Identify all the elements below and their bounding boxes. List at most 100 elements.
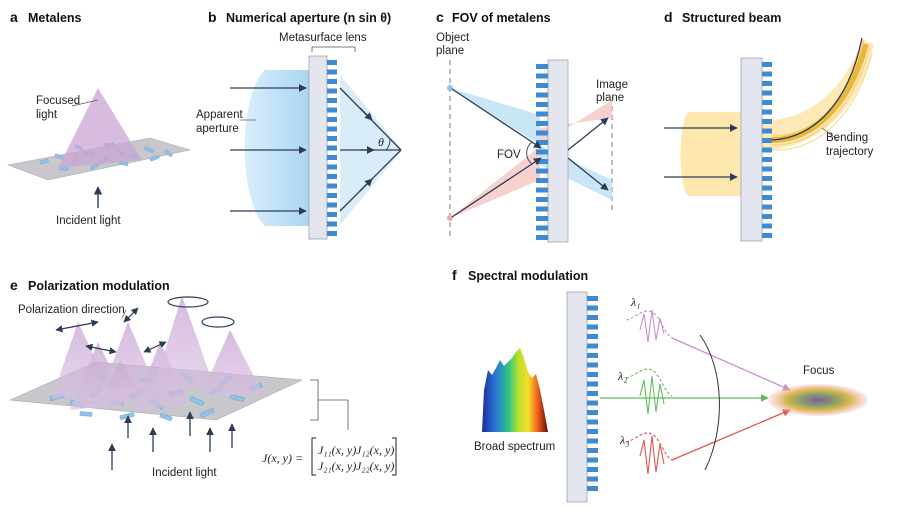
- metasurface-pillar: [536, 121, 548, 126]
- incident-label-a: Incident light: [56, 215, 121, 227]
- lens-substrate-f: [566, 291, 588, 503]
- metasurface-pillar: [587, 448, 598, 453]
- metasurface-pillar: [762, 100, 772, 105]
- object-point-bot: [447, 215, 453, 221]
- input-beam: [680, 112, 741, 196]
- metasurface-pillar: [762, 147, 772, 153]
- metasurface-pillar: [536, 178, 548, 183]
- metasurface-pillar: [762, 185, 772, 191]
- metasurface-pillar: [762, 119, 772, 124]
- pol-arrow-2: [123, 307, 139, 323]
- focus-spot: [768, 384, 868, 416]
- bending-label-2: trajectory: [826, 146, 874, 158]
- lens-substrate-d: [740, 57, 763, 242]
- metasurface-pillar: [327, 174, 337, 179]
- panel-d: d Structured beam Bending trajectory: [664, 9, 874, 242]
- ray-lambda1: [671, 337, 791, 391]
- matrix-left-bracket: [311, 437, 316, 476]
- apparent-label-2: aperture: [196, 123, 239, 135]
- metasurface-pillar: [536, 225, 548, 231]
- metasurface-pillar: [536, 140, 548, 145]
- metasurface-pillar: [587, 429, 598, 434]
- bending-label-1: Bending: [826, 132, 868, 144]
- pillars-c: [536, 64, 548, 240]
- fov-label: FOV: [497, 149, 521, 161]
- metasurface-pillar: [587, 410, 598, 415]
- metasurface-label: Metasurface lens: [279, 32, 367, 44]
- image-label-1: Image: [596, 79, 628, 91]
- panel-a: a Metalens Focused light Incident light: [6, 9, 191, 227]
- bending-trajectory: [771, 37, 873, 151]
- metasurface-pillar: [762, 62, 772, 67]
- lens-substrate-c: [547, 59, 569, 243]
- metasurface-pillar: [762, 223, 772, 229]
- panel-c-title: FOV of metalens: [452, 11, 551, 25]
- focused-label-1: Focused: [36, 95, 80, 107]
- metasurface-pillar: [327, 202, 337, 208]
- image-label-2: plane: [596, 92, 624, 104]
- metasurface-pillar: [587, 400, 598, 406]
- arrowhead-b-top: [359, 107, 373, 121]
- panel-e: e Polarization modulation: [8, 277, 397, 479]
- panel-d-letter: d: [664, 9, 673, 25]
- broad-spectrum-label: Broad spectrum: [474, 441, 555, 453]
- jones-matrix: J(x, y) = J₁₁(x, y) J₁₂(x, y) J₂₁(x, y) …: [262, 437, 397, 476]
- metasurface-pillar: [587, 296, 598, 301]
- ray-c-bot-in: [451, 157, 542, 218]
- metasurface-pillar: [536, 235, 548, 240]
- ray-c-bot-out: [567, 157, 609, 191]
- ray-c-top-out: [567, 117, 609, 151]
- pink-field-bundle: [450, 100, 612, 218]
- matrix-right-bracket: [392, 437, 397, 476]
- metasurface-pillar: [536, 168, 548, 174]
- apparent-aperture: [244, 70, 310, 226]
- bending-beam-glow: [760, 40, 874, 150]
- metasurface-pillar: [536, 83, 548, 88]
- metasurface-pillar: [762, 157, 772, 162]
- metasurface-pillar: [762, 138, 772, 143]
- focused-leader-line: [71, 99, 99, 107]
- metasurface-pillar: [762, 204, 772, 210]
- metasurface-pillar: [762, 176, 772, 181]
- metasurface-pillar: [587, 343, 598, 349]
- metasurface-pillar: [327, 164, 337, 170]
- wavepacket-lambda2: [625, 368, 673, 415]
- metasurface-pillar: [762, 90, 772, 96]
- metasurface-pillar: [536, 206, 548, 212]
- metasurface-pillar: [762, 195, 772, 200]
- lens-substrate-b: [308, 55, 328, 240]
- arrowhead-b-bot: [359, 178, 373, 192]
- panel-a-title: Metalens: [28, 11, 82, 25]
- jones-j21: J₂₁(x, y): [318, 459, 356, 473]
- pillars-b: [327, 60, 337, 236]
- theta-arc: [385, 138, 391, 151]
- metasurface-pillar: [587, 476, 598, 482]
- metasurface-pillar: [327, 98, 337, 103]
- polarization-label: Polarization direction: [18, 304, 125, 316]
- lambda2-label: λ₂: [617, 369, 627, 383]
- pol-arrow-4: [143, 341, 167, 353]
- metasurface-pillar: [327, 145, 337, 151]
- metasurface-pillar: [327, 221, 337, 227]
- metasurface-pillar: [587, 324, 598, 330]
- panel-b-title: Numerical aperture (n sin θ): [226, 11, 391, 25]
- panel-d-title: Structured beam: [682, 11, 781, 25]
- jones-j11: J₁₁(x, y): [318, 443, 356, 457]
- panel-b: b Numerical aperture (n sin θ) Metasurfa…: [196, 9, 402, 240]
- metasurface-pillar: [327, 69, 337, 75]
- metasurface-pillar: [327, 183, 337, 189]
- object-label-1: Object: [436, 32, 470, 44]
- panel-e-letter: e: [10, 277, 18, 293]
- pillars-f: [587, 296, 598, 491]
- metasurface-pillar: [587, 438, 598, 444]
- incident-label-e: Incident light: [152, 467, 217, 479]
- metasurface-pillar: [536, 73, 548, 79]
- metasurface-pillar: [762, 233, 772, 238]
- metasurface-pillar: [327, 155, 337, 160]
- metasurface-pillar: [536, 92, 548, 98]
- focused-label-2: light: [36, 109, 58, 121]
- metasurface-pillar: [327, 126, 337, 132]
- metasurface-pillar: [587, 372, 598, 377]
- object-point-top: [447, 85, 453, 91]
- metasurface-bracket: [311, 46, 356, 52]
